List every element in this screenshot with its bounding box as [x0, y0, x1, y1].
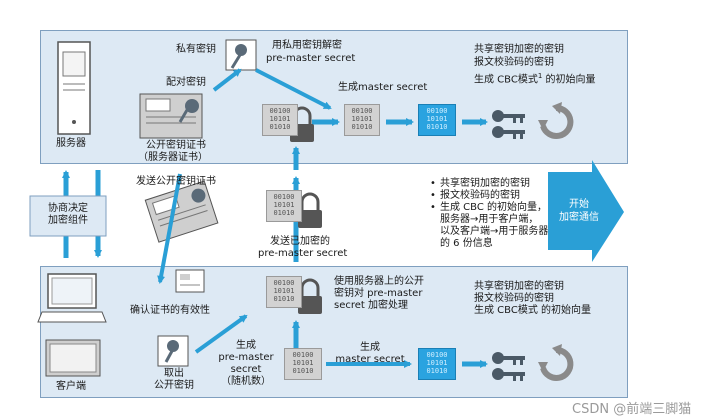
- cert-label-2: （服务器证书）: [138, 152, 208, 163]
- encrypt-line-3: secret 加密处理: [334, 300, 409, 311]
- extract-key-icon: [157, 335, 189, 367]
- decrypt-label-1: 用私用密钥解密: [272, 40, 342, 51]
- extract-line-2: 公开密钥: [154, 380, 194, 391]
- bullet-item-continued: 服务器→用于客户端，: [440, 214, 539, 225]
- gen-pre-line-1: 生成: [236, 340, 256, 351]
- decrypt-label-2: pre-master secret: [266, 53, 356, 64]
- server-result-3-tail: 的初始向量: [542, 74, 596, 86]
- send-premaster-2: pre-master secret: [258, 248, 348, 259]
- client-result-1: 共享密钥加密的密钥: [474, 281, 564, 292]
- gen-pre-line-2: pre-master: [218, 352, 274, 363]
- client-results: 共享密钥加密的密钥 报文校验码的密钥 生成 CBC模式 的初始向量: [474, 281, 591, 317]
- server-label: 服务器: [56, 138, 86, 149]
- gen-master-label-server: 生成master secret: [338, 82, 428, 93]
- send-cert-label: 发送公开密钥证书: [136, 176, 216, 187]
- bullet-item: 共享密钥加密的密钥: [430, 178, 548, 190]
- watermark: CSDN @前端三脚猫: [572, 402, 692, 417]
- sent-certificate-icon: [144, 180, 219, 243]
- gen-pre-line-4: （随机数）: [221, 376, 271, 387]
- refresh-icon-client: [538, 344, 574, 381]
- shared-keys-icon-client: [492, 352, 525, 381]
- negotiate-line-2: 加密组件: [48, 215, 88, 226]
- server-result-2: 报文校验码的密钥: [474, 57, 554, 68]
- negotiate-line-1: 协商决定: [48, 203, 88, 214]
- lock-icon-middle: [298, 192, 322, 228]
- encrypt-line-2: 密钥对 pre-master: [334, 288, 423, 299]
- private-key-label: 私有密钥: [176, 44, 216, 55]
- laptop-icon: [37, 273, 107, 323]
- lock-icon-client: [298, 278, 322, 314]
- client-label: 客户端: [56, 381, 86, 392]
- six-items-list: 共享密钥加密的密钥 报文校验码的密钥 生成 CBC 的初始向量， 服务器→用于客…: [430, 178, 548, 250]
- send-premaster-1: 发送已加密的: [270, 236, 330, 247]
- server-tower-icon: [57, 41, 91, 135]
- negotiate-box: [29, 195, 107, 237]
- gen-pre-line-3: secret: [230, 364, 262, 375]
- client-panel: [40, 266, 628, 398]
- start-encrypted-label: 开始 加密通信: [556, 198, 602, 224]
- shared-keys-icon-server: [492, 110, 525, 139]
- private-key-icon: [225, 39, 257, 71]
- gen-master-label-client: 生成 master secret: [330, 342, 410, 366]
- server-certificate-icon: [139, 93, 203, 139]
- gen-master-line-2: master secret: [335, 354, 405, 365]
- bullet-item: 生成 CBC 的初始向量，: [430, 202, 548, 214]
- extract-label: 取出 公开密钥: [148, 368, 200, 392]
- paired-key-label: 配对密钥: [166, 77, 206, 88]
- server-panel: [40, 30, 628, 164]
- server-result-3-text: 生成 CBC模式: [474, 74, 538, 86]
- gen-pre-label: 生成 pre-master secret （随机数）: [214, 340, 278, 388]
- encrypt-label: 使用服务器上的公开 密钥对 pre-master secret 加密处理: [334, 276, 424, 312]
- footnote-mark: 1: [537, 72, 543, 80]
- start-line-2: 加密通信: [559, 212, 599, 223]
- client-document-icon: [45, 339, 101, 377]
- server-result-3: 生成 CBC模式1 的初始向量: [474, 70, 595, 86]
- bullet-item-continued: 的 6 份信息: [440, 238, 493, 249]
- client-result-3: 生成 CBC模式 的初始向量: [474, 305, 592, 316]
- start-line-1: 开始: [569, 199, 589, 210]
- start-encrypted-arrow: [548, 160, 624, 262]
- negotiate-label: 协商决定 加密组件: [30, 203, 106, 227]
- client-result-2: 报文校验码的密钥: [474, 293, 554, 304]
- bullet-item-continued: 以及客户端→用于服务器: [440, 226, 549, 237]
- verify-certificate-icon: [175, 269, 205, 293]
- verify-label: 确认证书的有效性: [130, 305, 210, 316]
- refresh-icon-server: [538, 102, 574, 139]
- extract-line-1: 取出: [164, 368, 184, 379]
- gen-master-line-1: 生成: [360, 342, 380, 353]
- encrypt-line-1: 使用服务器上的公开: [334, 276, 424, 287]
- server-result-1: 共享密钥加密的密钥: [474, 44, 564, 55]
- bullet-item: 报文校验码的密钥: [430, 190, 548, 202]
- cert-label-1: 公开密钥证书: [146, 140, 206, 151]
